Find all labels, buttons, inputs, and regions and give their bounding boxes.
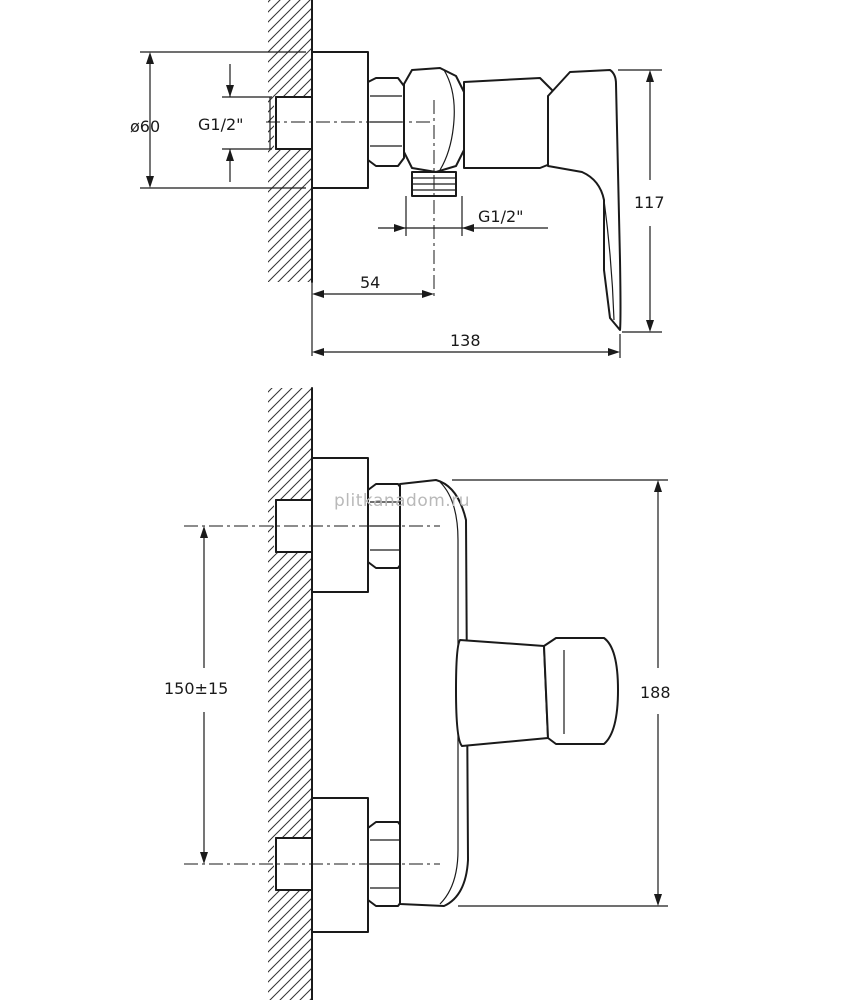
dim-center-distance: 150±15: [164, 526, 228, 864]
dim-label-thread-outlet: G1/2": [478, 207, 524, 226]
mixer-body-front: [399, 479, 469, 907]
rosette-upper: [311, 457, 369, 593]
dim-thread-outlet: G1/2": [378, 207, 548, 232]
watermark: plitkanadom.ru: [334, 491, 470, 511]
dim-outlet-offset: 54: [311, 273, 434, 356]
dim-label-height: 117: [634, 193, 665, 212]
front-view: 150±15 188 plitkanadom.ru: [164, 387, 671, 1000]
mixer-lever-body-top: [463, 77, 561, 169]
dim-label-center: 150±15: [164, 679, 228, 698]
rosette-top: [311, 51, 369, 189]
dim-label-offset: 54: [360, 273, 380, 292]
dim-label-total-height: 188: [640, 683, 671, 702]
dim-total-depth: 138: [312, 331, 621, 358]
dim-thread-wall: G1/2": [198, 64, 272, 182]
dim-label-thread-wall: G1/2": [198, 115, 244, 134]
dim-label-diameter: ø60: [130, 117, 160, 136]
wall-section-front: [268, 387, 314, 1000]
dim-label-depth: 138: [450, 331, 481, 350]
wall-pipes-front: [275, 499, 313, 891]
mixer-handle-top: [547, 69, 622, 331]
mixer-handle-front: [543, 637, 619, 745]
wall-section-top: [268, 0, 314, 283]
dim-total-height: 188: [452, 479, 671, 907]
dim-diameter-60: ø60: [130, 51, 306, 189]
mixer-lever-front: [455, 639, 549, 747]
top-view: ø60 G1/2" G1/2" 54: [130, 0, 665, 358]
wall-pipe-top: [269, 96, 313, 150]
rosette-lower: [311, 797, 369, 933]
dim-height-117: 117: [618, 69, 665, 333]
